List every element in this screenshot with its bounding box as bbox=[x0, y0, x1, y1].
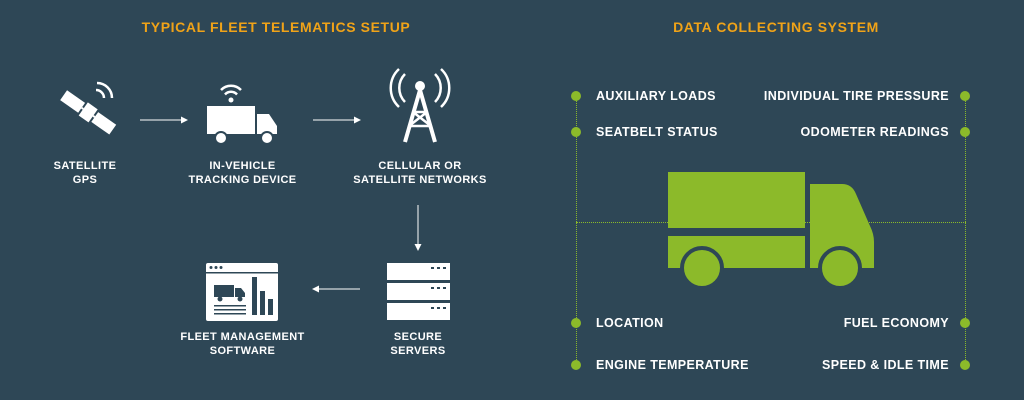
item-auxiliary-loads: AUXILIARY LOADS bbox=[596, 89, 716, 103]
secure-servers-label: SECURE SERVERS bbox=[390, 331, 446, 357]
satellite-gps-label: SATELLITE GPS bbox=[53, 160, 117, 186]
truck-icon bbox=[668, 172, 874, 288]
satellite-icon bbox=[60, 81, 117, 135]
dot-engine-temperature bbox=[571, 360, 581, 370]
dot-tire-pressure bbox=[960, 91, 970, 101]
dot-fuel-economy bbox=[960, 318, 970, 328]
in-vehicle-device-label: IN-VEHICLE TRACKING DEVICE bbox=[188, 160, 297, 186]
dot-seatbelt-status bbox=[571, 127, 581, 137]
left-dotted-line bbox=[576, 96, 577, 366]
fleet-software-icon bbox=[206, 263, 278, 321]
truck-wifi-icon bbox=[207, 84, 277, 145]
dot-speed-idle-time bbox=[960, 360, 970, 370]
fleet-software-label: FLEET MANAGEMENT SOFTWARE bbox=[180, 331, 305, 357]
dot-odometer-readings bbox=[960, 127, 970, 137]
dot-auxiliary-loads bbox=[571, 91, 581, 101]
item-speed-idle-time: SPEED & IDLE TIME bbox=[822, 358, 949, 372]
item-odometer-readings: ODOMETER READINGS bbox=[800, 125, 949, 139]
item-fuel-economy: FUEL ECONOMY bbox=[843, 316, 949, 330]
arrow-device-to-networks bbox=[313, 116, 361, 124]
left-section-title: TYPICAL FLEET TELEMATICS SETUP bbox=[141, 19, 411, 35]
arrow-satellite-to-device bbox=[140, 116, 188, 124]
arrow-servers-to-software bbox=[312, 285, 360, 293]
item-seatbelt-status: SEATBELT STATUS bbox=[596, 125, 718, 139]
cell-tower-icon bbox=[389, 68, 451, 143]
server-stack-icon bbox=[387, 263, 450, 320]
item-tire-pressure: INDIVIDUAL TIRE PRESSURE bbox=[763, 89, 949, 103]
right-dotted-line bbox=[965, 96, 966, 366]
item-location: LOCATION bbox=[596, 316, 664, 330]
item-engine-temperature: ENGINE TEMPERATURE bbox=[596, 358, 749, 372]
dot-location bbox=[571, 318, 581, 328]
networks-label: CELLULAR OR SATELLITE NETWORKS bbox=[353, 160, 487, 186]
arrow-networks-to-servers bbox=[414, 205, 422, 251]
right-section-title: DATA COLLECTING SYSTEM bbox=[673, 19, 879, 35]
